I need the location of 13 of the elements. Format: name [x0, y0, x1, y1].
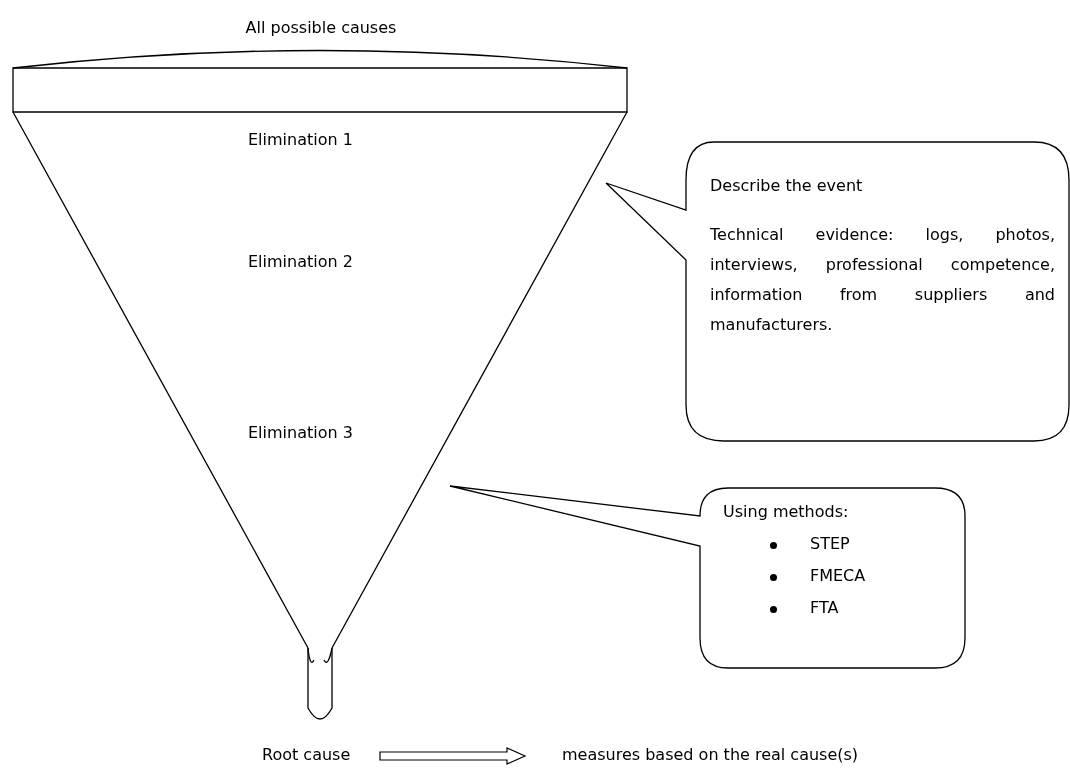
result-label: measures based on the real cause(s) [562, 745, 859, 765]
stage-label: Elimination 2 [248, 252, 353, 272]
result-label: Root cause [262, 745, 351, 765]
stage-label: Elimination 3 [248, 423, 353, 443]
callout-heading: Describe the event [710, 176, 863, 196]
callout-heading: Using methods: [723, 502, 849, 522]
method-item: FTA [810, 598, 839, 618]
method-item: FMECA [810, 566, 866, 586]
stage-label: Elimination 1 [248, 130, 353, 150]
method-item: STEP [810, 534, 850, 554]
callout-paragraph: Technical evidence: logs, photos, interviews, professional competence, information from suppliers and manufacturers. [710, 224, 1055, 336]
funnel-top-label: All possible causes [244, 18, 398, 38]
block-arrow [379, 747, 527, 765]
